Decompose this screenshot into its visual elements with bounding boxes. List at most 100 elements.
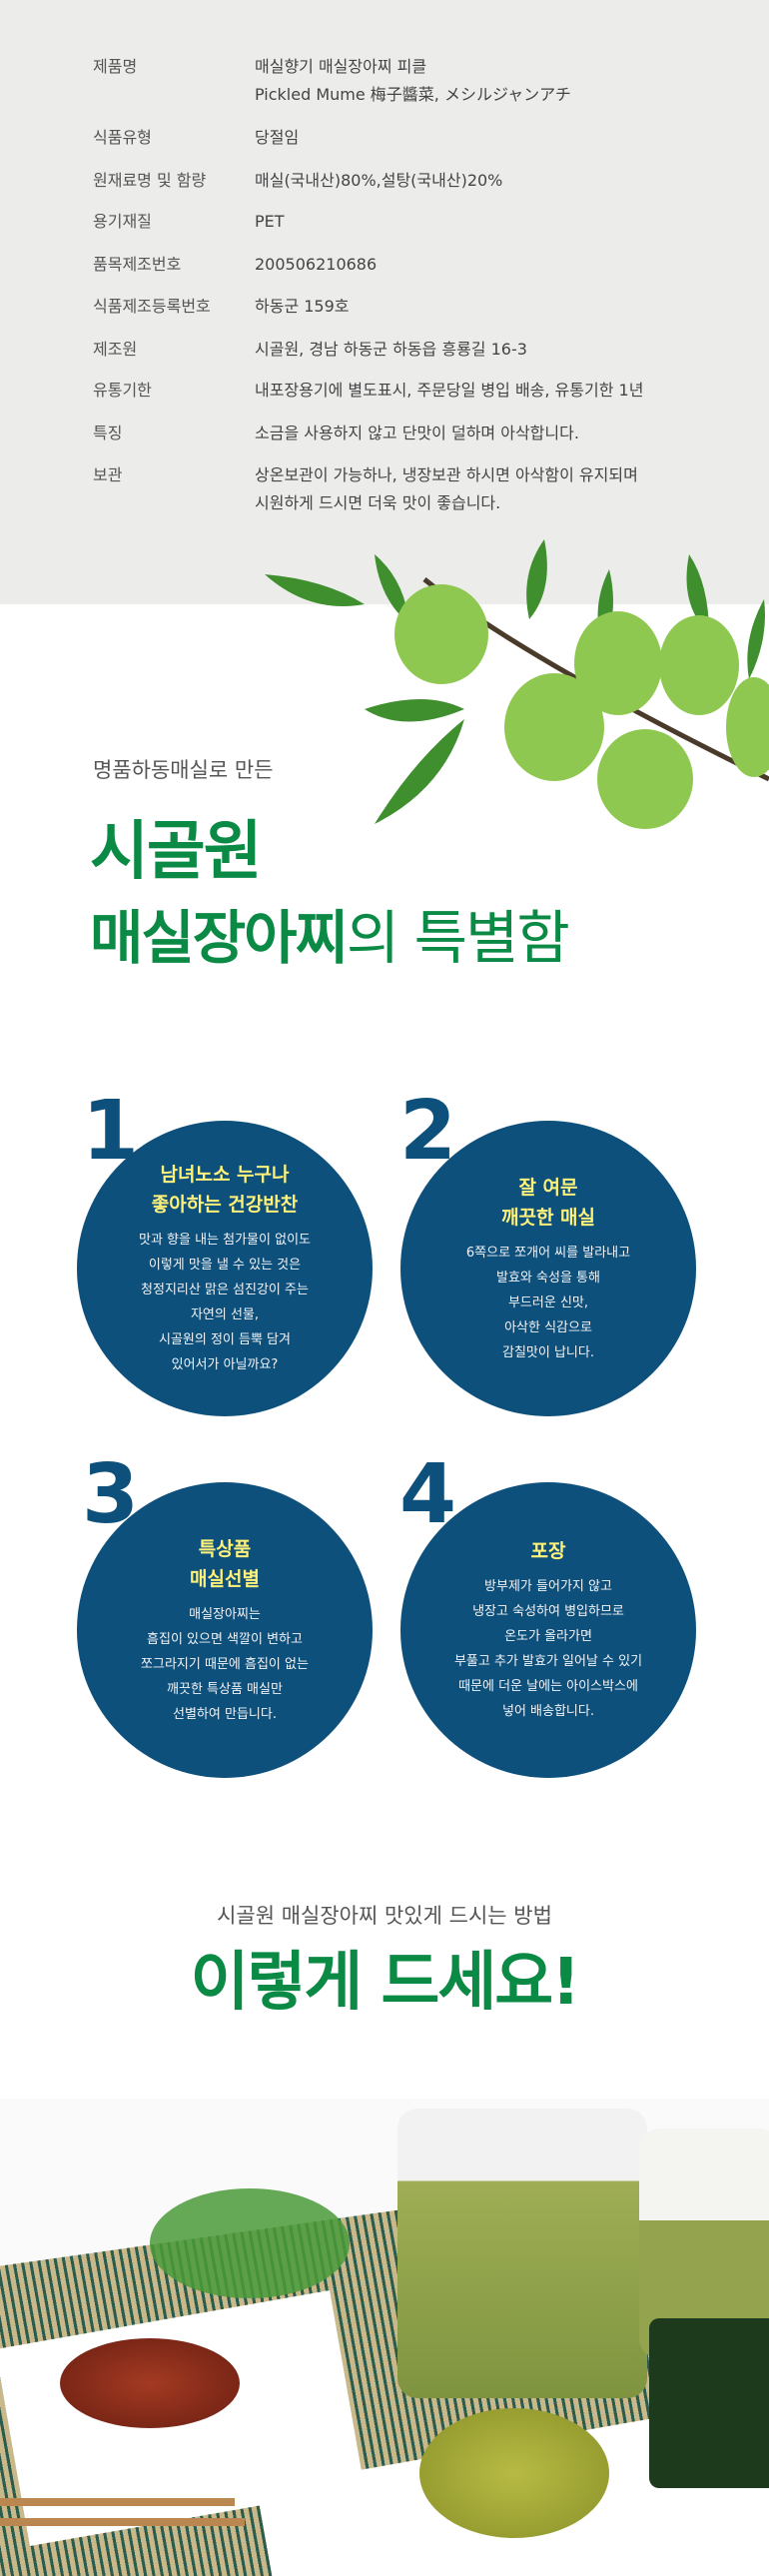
spec-value: 하동군 159호 — [255, 293, 350, 321]
feature-body-line: 발효와 숙성을 통해 — [496, 1270, 600, 1286]
spec-row: 품목제조번호 200506210686 — [93, 251, 377, 279]
serving-photo — [0, 2099, 769, 2576]
intro-title-line1: 시골원 — [90, 815, 263, 889]
spec-label: 식품유형 — [93, 128, 152, 147]
spec-value: 내포장용기에 별도표시, 주문당일 병입 배송, 유통기한 1년 — [255, 377, 643, 405]
feature-title-line: 좋아하는 건강반찬 — [151, 1194, 299, 1216]
spec-value-line: 매실(국내산)80%,설탕(국내산)20% — [255, 171, 503, 190]
feature-number: 3 — [82, 1447, 140, 1542]
spec-row: 원재료명 및 함량 매실(국내산)80%,설탕(국내산)20% — [93, 167, 502, 195]
spec-label: 특징 — [93, 424, 123, 442]
spec-row: 식품유형 당절임 — [93, 124, 299, 152]
howto-subtitle: 시골원 매실장아찌 맛있게 드시는 방법 — [217, 1904, 552, 1928]
spec-row: 제품명 매실향기 매실장아찌 피클 Pickled Mume 梅子醬菜, メシルジャ… — [93, 53, 571, 109]
feature-body-line: 깨끗한 특상품 매실만 — [167, 1681, 283, 1697]
spec-value: 시골원, 경남 하동군 하동읍 흥룡길 16-3 — [255, 336, 527, 364]
feature-body-line: 부드러운 신맛, — [507, 1294, 588, 1310]
spec-value-line: Pickled Mume 梅子醬菜, メシルジャンアチ — [255, 85, 571, 104]
leaves — [150, 2188, 350, 2298]
spec-row: 용기재질 PET — [93, 208, 285, 236]
feature-title-line: 깨끗한 매실 — [500, 1206, 595, 1229]
feature-number: 1 — [82, 1084, 140, 1179]
red-pickle — [60, 2338, 240, 2428]
feature-body-line: 감칠맛이 납니다. — [501, 1344, 594, 1360]
spec-value-line: 상온보관이 가능하나, 냉장보관 하시면 아삭함이 유지되며 — [255, 465, 638, 484]
spec-value-line: 200506210686 — [255, 255, 378, 274]
feature-body-line: 쪼그라지기 때문에 흠집이 없는 — [141, 1656, 309, 1672]
feature-body-line: 선별하여 만듭니다. — [173, 1706, 277, 1722]
intro-subtitle: 명품하동매실로 만든 — [93, 758, 274, 782]
spec-label: 제조원 — [93, 340, 138, 359]
feature-body-line: 온도가 올라가면 — [504, 1629, 592, 1644]
chopstick — [0, 2518, 245, 2526]
spec-value-line: 하동군 159호 — [255, 297, 350, 316]
feature-body-line: 방부제가 들어가지 않고 — [484, 1579, 612, 1594]
gimbap — [649, 2318, 769, 2488]
howto-title: 이렇게 드세요! — [190, 1946, 581, 2020]
spec-value-line: 시골원, 경남 하동군 하동읍 흥룡길 16-3 — [255, 340, 527, 359]
feature-body-line: 6쪽으로 쪼개어 씨를 발라내고 — [465, 1245, 631, 1261]
feature-body-line: 맛과 향을 내는 첨가물이 없이도 — [138, 1233, 311, 1248]
spec-label: 유통기한 — [93, 381, 152, 400]
spec-value: PET — [255, 208, 285, 236]
spec-value: 200506210686 — [255, 251, 377, 279]
spec-label: 품목제조번호 — [93, 255, 182, 274]
intro-title-bold: 매실장아찌 — [90, 904, 349, 972]
spec-value-line: 매실향기 매실장아찌 피클 — [255, 57, 427, 76]
feature-title-line: 포장 — [530, 1540, 566, 1562]
feature-body-line: 청정지리산 맑은 섬진강이 주는 — [141, 1283, 309, 1297]
feature-body-line: 있어서가 아닐까요? — [171, 1357, 279, 1372]
jar — [397, 2109, 647, 2398]
feature-title-line: 잘 여문 — [518, 1176, 578, 1199]
spec-value-line: 시원하게 드시면 더욱 맛이 좋습니다. — [255, 493, 501, 512]
feature-title: 포장 — [531, 1536, 566, 1566]
feature-title-line: 남녀노소 누구나 — [160, 1164, 290, 1186]
feature-title-line: 매실선별 — [190, 1567, 260, 1590]
spec-value-line: 내포장용기에 별도표시, 주문당일 병입 배송, 유통기한 1년 — [255, 381, 644, 400]
spec-label: 제품명 — [93, 57, 138, 76]
feature-body-line: 냉장고 숙성하여 병입하므로 — [472, 1604, 624, 1619]
intro-title-line2: 매실장아찌의 특별함 — [90, 904, 570, 972]
spec-value-line: 당절임 — [255, 128, 300, 147]
feature-title-line: 특상품 — [198, 1537, 252, 1560]
feature-body-line: 아삭한 식감으로 — [504, 1319, 592, 1335]
spec-label: 용기재질 — [93, 212, 152, 231]
spec-row: 식품제조등록번호 하동군 159호 — [93, 293, 350, 321]
feature-number: 4 — [399, 1447, 457, 1542]
spec-row: 유통기한 내포장용기에 별도표시, 주문당일 병입 배송, 유통기한 1년 — [93, 377, 643, 405]
feature-number: 2 — [399, 1084, 457, 1179]
feature-body-line: 넣어 배송합니다. — [501, 1704, 594, 1719]
spec-value-line: PET — [255, 212, 285, 231]
intro-title-rest: 의 특별함 — [346, 904, 570, 972]
feature-body-line: 흠집이 있으면 색깔이 변하고 — [147, 1631, 303, 1647]
spec-section — [0, 0, 769, 604]
spec-label: 원재료명 및 함량 — [93, 171, 207, 190]
chopstick — [0, 2498, 235, 2506]
plum-branch-image — [265, 539, 769, 829]
feature-body-line: 때문에 더운 날에는 아이스박스에 — [458, 1679, 638, 1694]
spec-value: 소금을 사용하지 않고 단맛이 덜하며 아삭합니다. — [255, 420, 579, 447]
spec-row: 제조원 시골원, 경남 하동군 하동읍 흥룡길 16-3 — [93, 336, 527, 364]
spec-row: 특징 소금을 사용하지 않고 단맛이 덜하며 아삭합니다. — [93, 420, 579, 447]
feature-body-line: 자연의 선물, — [190, 1307, 260, 1322]
spec-value: 매실(국내산)80%,설탕(국내산)20% — [255, 167, 502, 195]
feature-body-line: 부풀고 추가 발효가 일어날 수 있기 — [453, 1654, 643, 1669]
green-pickle — [419, 2408, 609, 2538]
spec-value: 매실향기 매실장아찌 피클 Pickled Mume 梅子醬菜, メシルジャンアチ — [255, 53, 571, 109]
spec-value-line: 소금을 사용하지 않고 단맛이 덜하며 아삭합니다. — [255, 424, 579, 442]
spec-label: 보관 — [93, 465, 123, 484]
spec-label: 식품제조등록번호 — [93, 297, 211, 316]
feature-body-line: 시골원의 정이 듬뿍 담겨 — [158, 1332, 291, 1347]
spec-value: 당절임 — [255, 124, 299, 152]
